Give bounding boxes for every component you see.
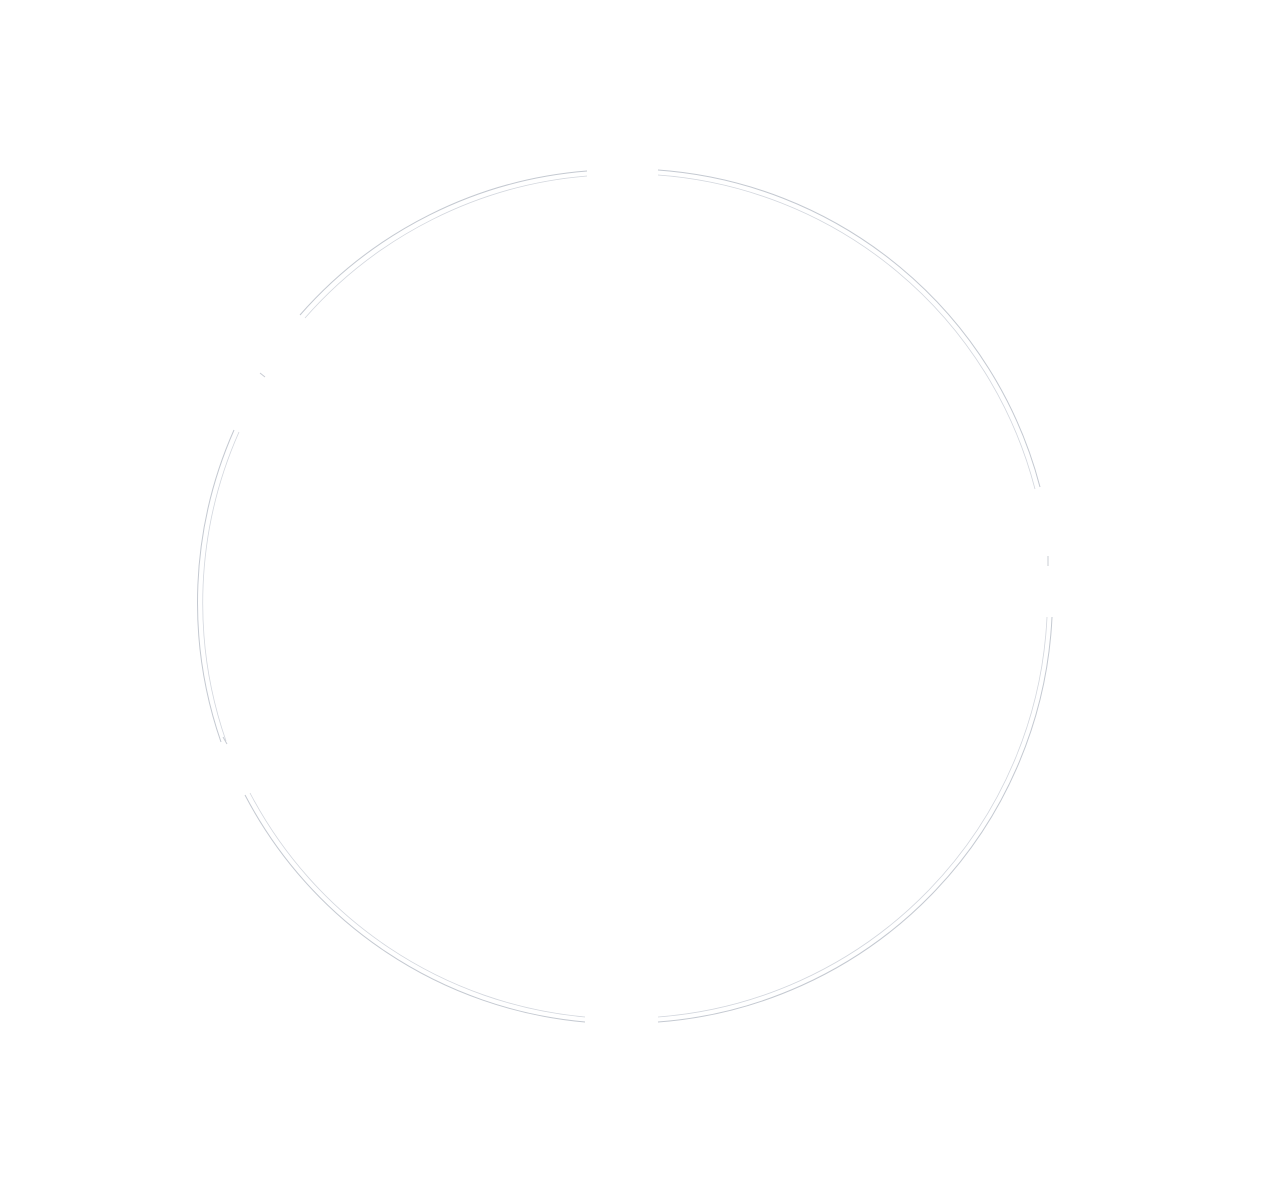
outer-ring-arc-top-right xyxy=(657,169,1041,488)
gap-markers xyxy=(222,372,1049,745)
lower-left-gap-marker xyxy=(222,736,228,745)
upper-left-gap-marker xyxy=(259,372,266,378)
outer-ring-arc-right-bottom xyxy=(657,616,1053,1023)
inner-ring-arc-bottom-left xyxy=(249,792,586,1018)
outer-ring xyxy=(197,169,1053,1023)
inner-ring-arc-right-bottom xyxy=(657,616,1048,1018)
outer-ring-arc-left xyxy=(197,429,235,743)
outer-ring-arc-bottom-left xyxy=(244,794,586,1023)
inner-ring-arc-top-left xyxy=(304,175,588,319)
inner-ring xyxy=(202,174,1048,1018)
outer-ring-arc-top-left xyxy=(299,170,588,316)
inner-ring-arc-top-right xyxy=(657,174,1036,490)
inner-ring-arc-left xyxy=(202,431,240,742)
